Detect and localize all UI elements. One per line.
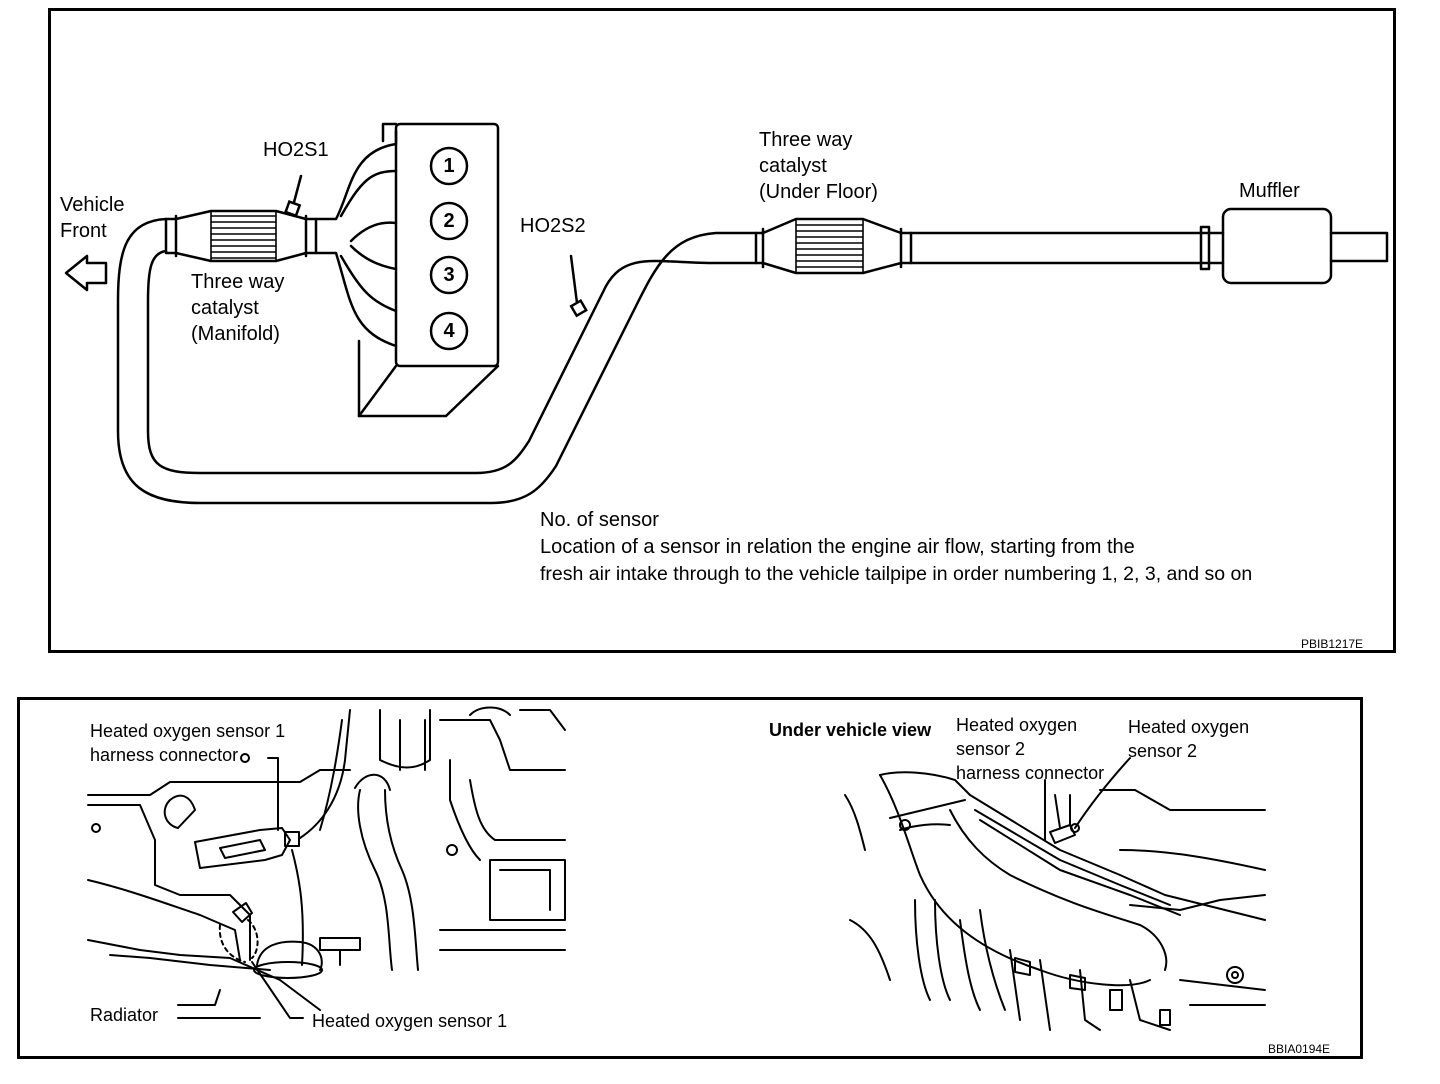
exhaust-system-drawing <box>64 122 1389 505</box>
exhaust-pipe-inner <box>146 249 758 475</box>
ho2s2-location-label: Heated oxygen sensor 2 <box>1128 717 1250 761</box>
engine-block <box>394 122 500 368</box>
vehicle-front-label: Vehicle Front <box>60 194 125 242</box>
cylinder-1-circle <box>429 146 469 186</box>
manifold-catalyst-shell <box>164 209 318 263</box>
cylinder-3-circle <box>429 255 469 295</box>
ho2s1-label: HO2S1 <box>263 139 329 161</box>
sensor-number-note-line2: fresh air intake through to the vehicle … <box>540 563 1253 585</box>
sensor-location-photo-panel: Heated oxygen sensor 1 harness connector… <box>17 697 1363 1059</box>
underfloor-catalyst-shell <box>754 217 913 275</box>
figure-code: BBIA0194E <box>1268 1042 1331 1056</box>
sensor-number-note-title: No. of sensor <box>540 509 659 531</box>
exhaust-manifold <box>314 129 398 221</box>
under-vehicle-illustration <box>844 757 1266 1031</box>
sensor-location-drawing <box>87 706 1266 1031</box>
ho2s2-sensor <box>569 298 588 318</box>
muffler-label: Muffler <box>1239 180 1300 202</box>
ho2s1-location-label: Heated oxygen sensor 1 <box>312 1011 508 1031</box>
radiator-label: Radiator <box>90 1005 159 1025</box>
underfloor-catalyst-label: Three way catalyst (Under Floor) <box>759 129 878 203</box>
tailpipe <box>1329 231 1389 263</box>
cylinder-3-label: 3 <box>443 264 455 286</box>
ho2s1-sensor <box>283 200 302 218</box>
exhaust-pipe-outer <box>116 217 758 505</box>
muffler <box>1221 207 1333 285</box>
ho2s1-harness-connector-label: Heated oxygen sensor 1 harness connector <box>90 721 286 765</box>
figure-code: PBIB1217E <box>1301 637 1364 651</box>
engine-bay-illustration <box>87 706 566 1019</box>
under-vehicle-view-label: Under vehicle view <box>769 720 932 740</box>
cylinder-1-label: 1 <box>443 155 455 177</box>
sensor-number-note-line1: Location of a sensor in relation the eng… <box>540 536 1135 558</box>
cylinder-4-circle <box>429 311 469 351</box>
vehicle-front-arrow <box>64 254 108 292</box>
ho2s2-harness-connector-label: Heated oxygen sensor 2 harness connector <box>956 715 1105 783</box>
exhaust-system-diagram-panel: 1 2 3 4 Vehicle Front HO2S1 HO2S2 Three … <box>48 8 1396 653</box>
cylinder-4-label: 4 <box>443 320 455 342</box>
ho2s2-label: HO2S2 <box>520 215 586 237</box>
manifold-catalyst-label: Three way catalyst (Manifold) <box>191 271 285 345</box>
cylinder-2-circle <box>429 201 469 241</box>
rear-pipe <box>909 231 1225 265</box>
cylinder-2-label: 2 <box>443 210 455 232</box>
